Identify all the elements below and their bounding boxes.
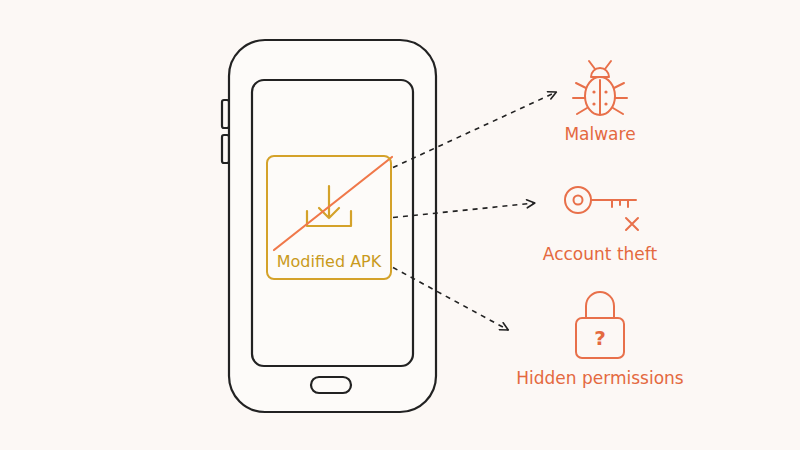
phone [222,40,436,412]
risk-node: Account theft [537,178,663,268]
bug-head [591,68,609,77]
bug-body [585,77,615,115]
cross-mark [626,218,638,230]
bug-antennae [589,61,611,69]
strike-line [274,157,392,250]
bug-midline [599,80,601,114]
key-hole [574,196,583,205]
node-text: Malware [564,124,635,144]
apk-box: Modified APK [266,155,392,280]
lock-body [576,318,624,358]
risk-node: Malware [558,60,641,148]
node-text: Modified APK [277,252,381,271]
key-ring [565,187,591,213]
node-text: Account theft [543,244,657,264]
phone-body [229,40,436,412]
home-button [311,377,351,393]
lock-shackle [586,292,614,318]
phone-screen [252,80,413,366]
dashed-arrow [393,268,508,331]
dashed-arrow [393,92,556,168]
lock-icon [576,292,624,358]
lock-question-mark: ? [594,326,606,350]
key-icon [565,187,638,230]
key-shaft [591,200,636,207]
node-text: Hidden permissions [516,368,683,388]
dashed-arrow [393,203,535,218]
bug-icon [573,61,627,115]
